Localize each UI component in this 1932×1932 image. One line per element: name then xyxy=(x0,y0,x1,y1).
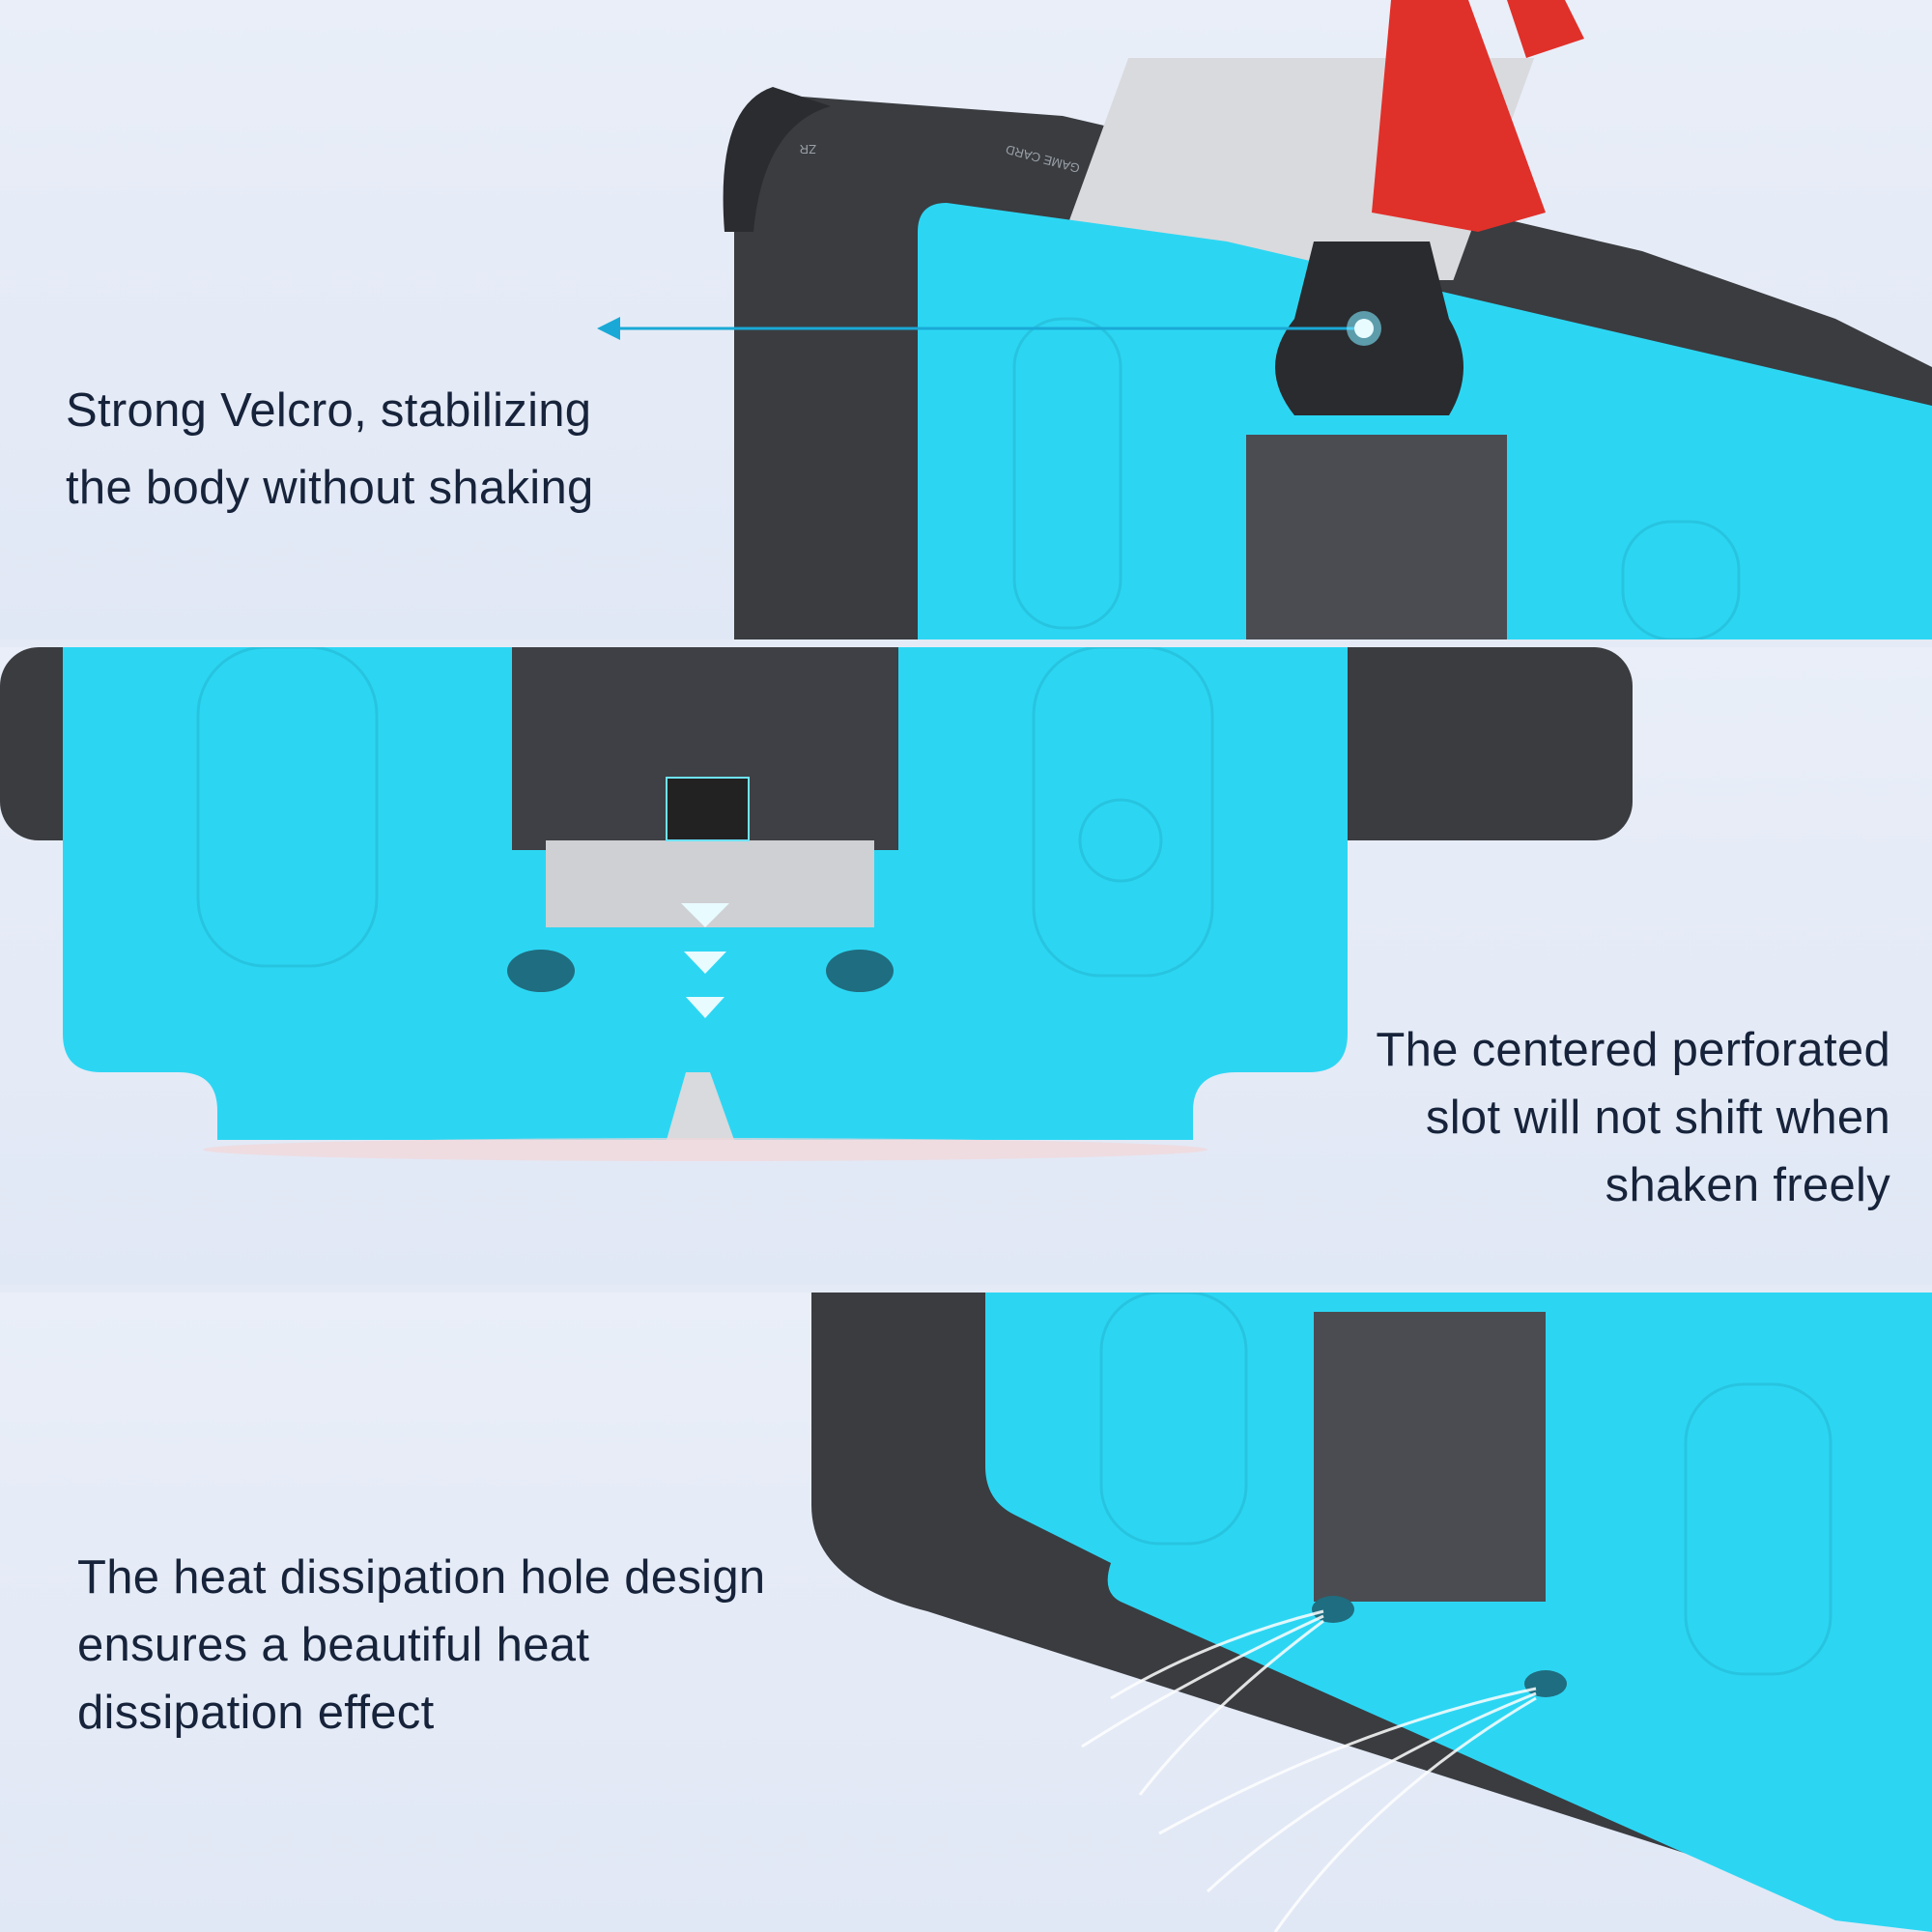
triangle-down-icon xyxy=(684,952,726,974)
heat-illustration xyxy=(811,1293,1932,1932)
stick-outline xyxy=(1078,798,1163,883)
joycon-outline-left xyxy=(196,647,379,968)
cover xyxy=(918,203,1932,639)
caption-line: shaken freely xyxy=(1605,1159,1890,1211)
slot-illustration xyxy=(0,647,1633,1161)
triangle-down-icon xyxy=(681,903,729,927)
joycon-outline-right xyxy=(1621,520,1741,639)
caption-line: Strong Velcro, stabilizing xyxy=(66,384,592,437)
feature-panel-slot: The centered perforated slot will not sh… xyxy=(0,647,1932,1285)
caption-line: The heat dissipation hole design xyxy=(77,1551,766,1604)
caption-line: slot will not shift when xyxy=(1425,1092,1890,1144)
joycon-outline-right xyxy=(1032,647,1214,978)
device-shoulder xyxy=(723,87,831,232)
strap xyxy=(1372,0,1546,232)
velcro-caption: Strong Velcro, stabilizing the body with… xyxy=(66,372,594,526)
screen-cutout xyxy=(1246,435,1507,639)
shoulder-label: ZR xyxy=(800,142,816,156)
heat-caption: The heat dissipation hole design ensures… xyxy=(77,1544,765,1747)
velcro-illustration: ZR GAME CARD xyxy=(597,0,1932,639)
reflection xyxy=(203,1138,1208,1161)
caption-line: The centered perforated xyxy=(1376,1024,1890,1076)
airflow-lines xyxy=(1081,1609,1537,1932)
arrow-head-icon xyxy=(597,317,620,340)
feature-panel-heat: The heat dissipation hole design ensures… xyxy=(0,1293,1932,1932)
caption-line: ensures a beautiful heat xyxy=(77,1619,590,1671)
caption-line: the body without shaking xyxy=(66,462,594,514)
vent-hole-left xyxy=(507,950,575,992)
caption-line: dissipation effect xyxy=(77,1687,435,1739)
vent-hole-right xyxy=(1524,1670,1567,1697)
screen-cutout xyxy=(1314,1312,1546,1602)
triangle-down-icon xyxy=(686,997,724,1018)
joycon-outline-left xyxy=(1012,317,1122,630)
highlight-dot xyxy=(1354,319,1374,338)
vent-hole-right xyxy=(826,950,894,992)
cover xyxy=(985,1293,1932,1932)
joycon-outline-right xyxy=(1684,1382,1833,1676)
stand-leg xyxy=(667,1072,734,1140)
joycon-outline-left xyxy=(1099,1293,1248,1546)
slot-caption: The centered perforated slot will not sh… xyxy=(1376,1016,1890,1219)
feature-panel-velcro: ZR GAME CARD Strong Velcro, stabilizing … xyxy=(0,0,1932,639)
velcro-tab xyxy=(666,777,750,841)
